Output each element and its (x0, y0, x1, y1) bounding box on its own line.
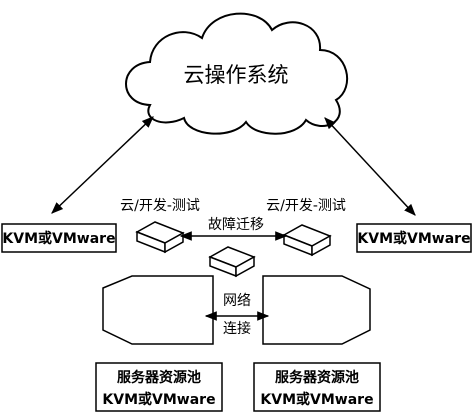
cloud-left-host-arrow (51, 116, 154, 214)
pool-left-subtitle: KVM或VMware (102, 391, 215, 408)
right-host-label: KVM或VMware (357, 230, 470, 247)
server-pool-left (102, 275, 214, 345)
server-pool-right (262, 275, 371, 345)
cloud-right-host-arrow (324, 117, 416, 216)
pool-right-title: 服务器资源池 (275, 369, 359, 386)
server-icon-right (282, 224, 332, 257)
server-icon-left (135, 221, 185, 254)
pool-left-title: 服务器资源池 (117, 369, 201, 386)
pool-right-subtitle: KVM或VMware (260, 391, 373, 408)
server-icon-middle (208, 246, 256, 278)
pool-left-label-box (95, 362, 223, 412)
network-label-line1: 网络 (223, 293, 251, 309)
vm-left-label: 云/开发-测试 (120, 198, 200, 214)
right-host-box (356, 223, 472, 253)
cloud-os-label: 云操作系统 (184, 63, 289, 87)
left-host-box (1, 223, 117, 253)
cloud-shape (125, 12, 349, 135)
network-label-line2: 连接 (223, 320, 251, 337)
pool-right-label-box (253, 362, 381, 412)
vm-right-label: 云/开发-测试 (266, 198, 346, 214)
left-host-label: KVM或VMware (2, 230, 115, 247)
failover-label: 故障迁移 (208, 217, 264, 233)
